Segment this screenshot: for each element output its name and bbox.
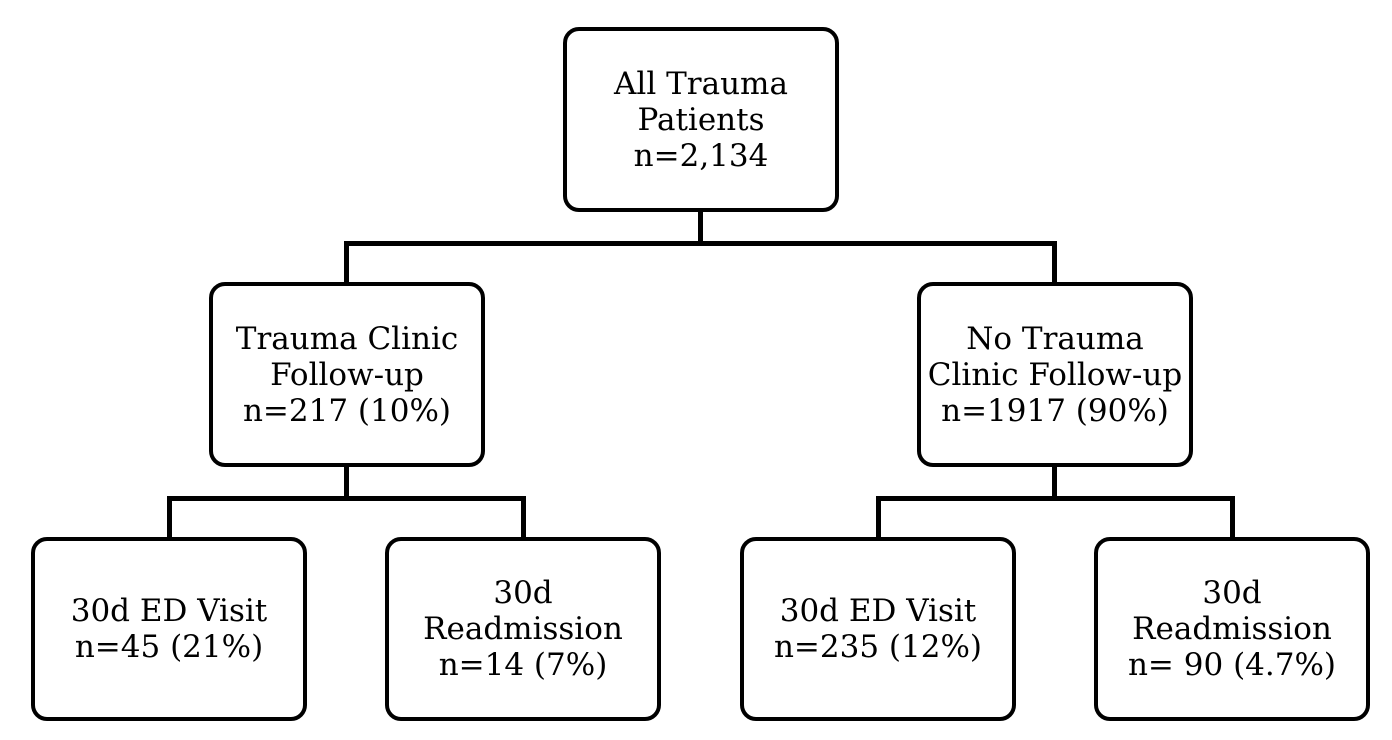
left-ed-visit-box: 30d ED Visit n=45 (21%)	[31, 537, 307, 721]
right-readmission-box: 30d Readmission n= 90 (4.7%)	[1094, 537, 1370, 721]
left-readmission-line-1: 30d	[493, 575, 553, 611]
connector-left-drop	[344, 241, 349, 283]
root-box-line-1: All Trauma	[614, 65, 788, 102]
connector-right-bar	[876, 496, 1235, 501]
connector-right-leaf2-drop	[1230, 496, 1235, 538]
connector-left-leaf1-drop	[167, 496, 172, 538]
left-box-line-2: Follow-up	[270, 356, 424, 393]
left-readmission-line-2: Readmission	[423, 611, 623, 647]
connector-left-bar	[167, 496, 526, 501]
right-ed-visit-box: 30d ED Visit n=235 (12%)	[740, 537, 1016, 721]
connector-root-stem	[698, 210, 703, 244]
right-box-line-1: No Trauma	[966, 320, 1144, 357]
root-box-line-2: Patients	[637, 101, 765, 138]
right-readmission-line-1: 30d	[1202, 575, 1262, 611]
right-readmission-line-3: n= 90 (4.7%)	[1127, 647, 1337, 683]
connector-level2-bar	[344, 241, 1057, 246]
left-readmission-box: 30d Readmission n=14 (7%)	[385, 537, 661, 721]
right-box-line-2: Clinic Follow-up	[927, 356, 1183, 393]
right-ed-visit-line-2: n=235 (12%)	[773, 629, 983, 665]
connector-left-leaf2-drop	[521, 496, 526, 538]
connector-right-stem	[1052, 465, 1057, 499]
left-ed-visit-line-2: n=45 (21%)	[74, 629, 264, 665]
right-box-line-3: n=1917 (90%)	[941, 392, 1169, 429]
trauma-clinic-follow-up-box: Trauma Clinic Follow-up n=217 (10%)	[209, 282, 485, 467]
root-box-line-3: n=2,134	[633, 137, 769, 174]
left-readmission-line-3: n=14 (7%)	[438, 647, 608, 683]
connector-right-drop	[1052, 241, 1057, 283]
left-box-line-1: Trauma Clinic	[235, 320, 459, 357]
root-box-all-trauma-patients: All Trauma Patients n=2,134	[563, 27, 839, 212]
left-ed-visit-line-1: 30d ED Visit	[70, 593, 268, 629]
connector-right-leaf1-drop	[876, 496, 881, 538]
no-trauma-clinic-follow-up-box: No Trauma Clinic Follow-up n=1917 (90%)	[917, 282, 1193, 467]
connector-left-stem	[344, 465, 349, 499]
right-ed-visit-line-1: 30d ED Visit	[779, 593, 977, 629]
left-box-line-3: n=217 (10%)	[242, 392, 452, 429]
right-readmission-line-2: Readmission	[1132, 611, 1332, 647]
